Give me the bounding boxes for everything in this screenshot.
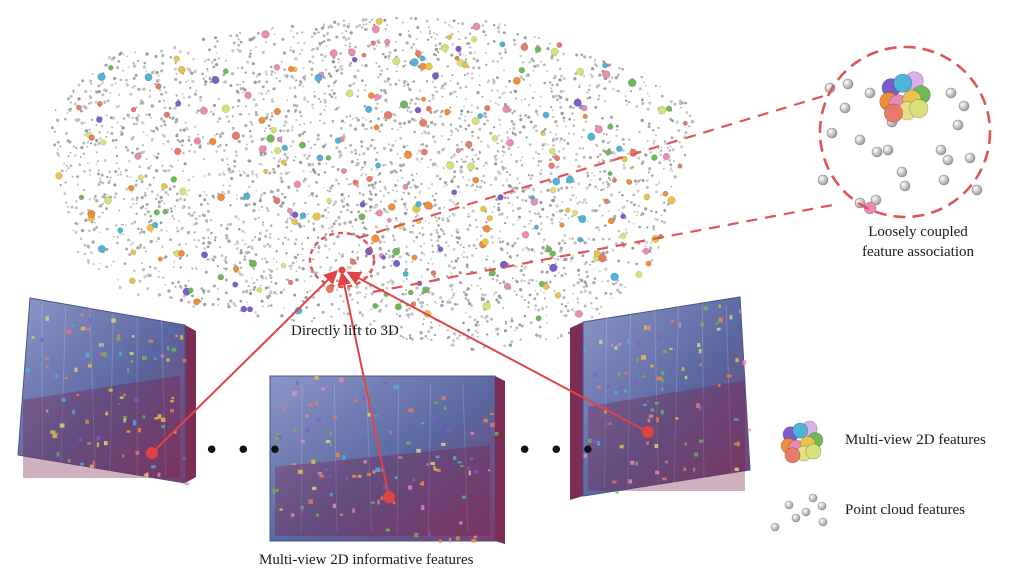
loose-association-label: Loosely coupled feature association bbox=[838, 222, 998, 262]
zoom-feature-cluster bbox=[863, 71, 931, 215]
zoom-connectors bbox=[308, 93, 839, 294]
zoom-dashed-circle bbox=[818, 45, 992, 219]
view-panel-left bbox=[17, 297, 196, 486]
zoom-detail bbox=[817, 45, 992, 219]
ellipsis-left: • • • bbox=[204, 436, 287, 466]
view-panel-right bbox=[570, 296, 751, 500]
informative-features-label: Multi-view 2D informative features bbox=[259, 552, 474, 568]
ellipsis-right: • • • bbox=[517, 436, 600, 466]
legend-multiview-label: Multi-view 2D features bbox=[845, 432, 986, 448]
feature-point-left bbox=[146, 447, 158, 459]
lift-target-point bbox=[338, 266, 346, 274]
lift-label: Directly lift to 3D bbox=[291, 323, 399, 339]
feature-point-center bbox=[383, 491, 395, 503]
legend-pointcloud-label: Point cloud features bbox=[845, 502, 965, 518]
feature-cluster-icon bbox=[780, 420, 824, 464]
zoom-point-cloud bbox=[817, 78, 983, 209]
loose-association-line-2: feature association bbox=[861, 244, 975, 260]
cloud-colored-features bbox=[55, 18, 688, 322]
feature-point-right bbox=[642, 426, 654, 438]
source-dashed-ellipse bbox=[308, 231, 376, 289]
view-panel-center bbox=[269, 375, 505, 544]
lift-arrows bbox=[146, 266, 654, 503]
loose-association-line-1: Loosely coupled bbox=[868, 224, 968, 240]
point-cloud-scene bbox=[51, 16, 695, 351]
point-sphere-icon bbox=[770, 493, 828, 532]
